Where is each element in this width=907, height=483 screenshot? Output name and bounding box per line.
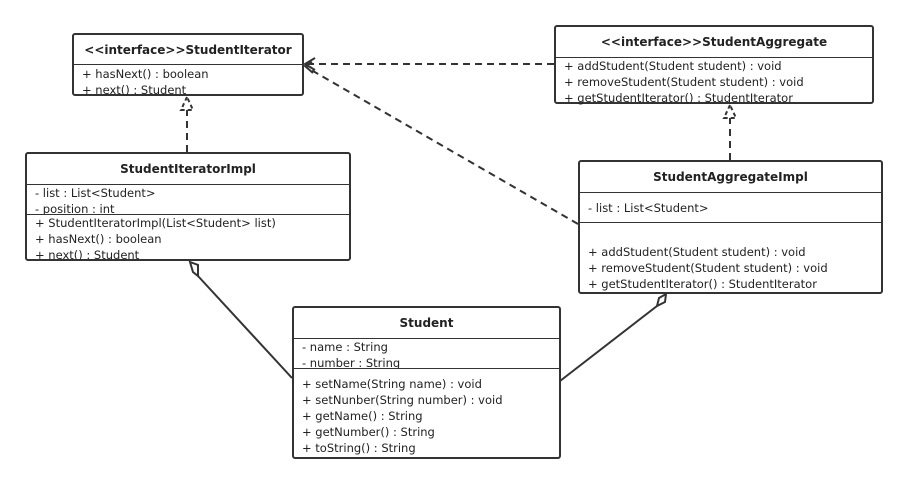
class-student-iterator[interactable]: <<interface>>StudentIterator + hasNext()…: [72, 33, 304, 98]
attribute: - list : List<Student>: [588, 201, 709, 215]
class-name: StudentIteratorImpl: [27, 154, 349, 185]
attribute: - list : List<Student>: [35, 186, 156, 200]
methods-section: + setName(String name) : void + setNunbe…: [294, 369, 559, 456]
class-name: Student: [294, 308, 559, 339]
methods-section: + addStudent(Student student) : void + r…: [580, 223, 881, 292]
class-student-aggregate[interactable]: <<interface>>StudentAggregate + addStude…: [554, 25, 874, 106]
method: + addStudent(Student student) : void: [588, 245, 806, 259]
method: + getStudentIterator() : StudentIterator: [588, 277, 817, 291]
method: + hasNext() : boolean: [82, 67, 209, 81]
dependency-aggregateimpl-to-iterator: [305, 66, 579, 225]
method: + setName(String name) : void: [302, 377, 482, 391]
class-name: StudentAggregateImpl: [580, 162, 881, 193]
method: + removeStudent(Student student) : void: [564, 75, 804, 89]
aggregation-diamond: [188, 260, 199, 279]
class-name: <<interface>>StudentAggregate: [556, 27, 872, 58]
method: + next() : Student: [35, 248, 140, 262]
class-name: <<interface>>StudentIterator: [74, 35, 302, 65]
class-student-aggregate-impl[interactable]: StudentAggregateImpl - list : List<Stude…: [578, 160, 883, 294]
method: + StudentIteratorImpl(List<Student> list…: [35, 216, 276, 230]
method: + getName() : String: [302, 409, 423, 423]
method: + next() : Student: [82, 83, 187, 97]
arrowhead-open: [303, 57, 316, 71]
attributes-section: - list : List<Student>: [580, 193, 881, 223]
method: + getStudentIterator() : StudentIterator: [564, 91, 793, 105]
method: + removeStudent(Student student) : void: [588, 261, 828, 275]
methods-section: + StudentIteratorImpl(List<Student> list…: [27, 215, 349, 263]
method: + toString() : String: [302, 441, 416, 455]
methods-section: + addStudent(Student student) : void + r…: [556, 58, 872, 106]
class-student[interactable]: Student - name : String - number : Strin…: [292, 306, 561, 459]
attributes-section: - name : String - number : String: [294, 339, 559, 369]
attributes-section: - list : List<Student> - position : int: [27, 185, 349, 215]
aggregation-diamond: [655, 292, 668, 308]
method: + addStudent(Student student) : void: [564, 59, 782, 73]
aggregation-aggregateimpl-student: [559, 305, 658, 382]
realization-triangle: [722, 102, 738, 119]
methods-section: + hasNext() : boolean + next() : Student: [74, 65, 302, 98]
attribute: - number : String: [302, 356, 401, 369]
attribute: - name : String: [302, 340, 388, 354]
arrowhead-open: [303, 61, 314, 74]
aggregation-iteratorimpl-student: [197, 275, 293, 379]
method: + hasNext() : boolean: [35, 232, 162, 246]
method: + setNunber(String number) : void: [302, 393, 503, 407]
realization-triangle: [179, 94, 195, 111]
attribute: - position : int: [35, 202, 115, 215]
method: + getNumber() : String: [302, 425, 435, 439]
class-student-iterator-impl[interactable]: StudentIteratorImpl - list : List<Studen…: [25, 152, 351, 263]
